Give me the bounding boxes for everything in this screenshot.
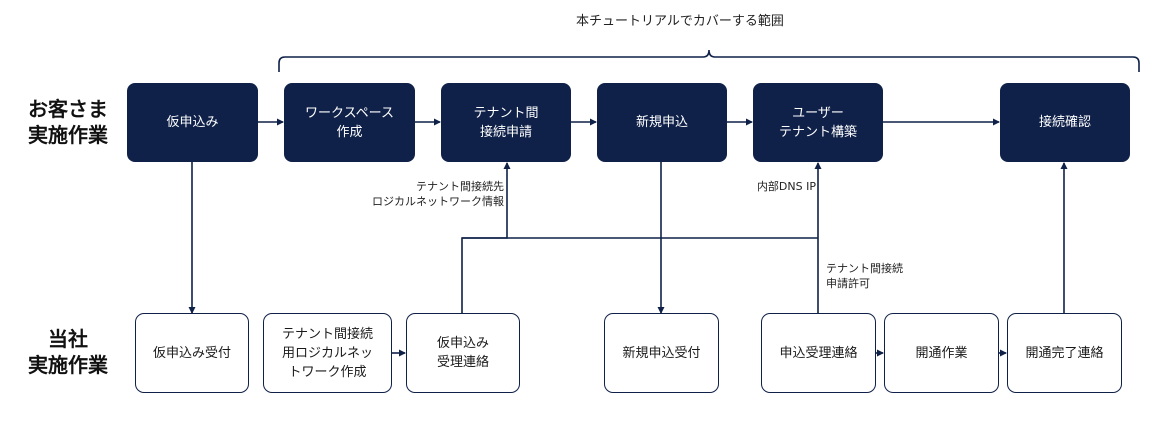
note-logical-network-info: テナント間接続先 ロジカルネットワーク情報 (372, 180, 504, 208)
step-provisional-application[interactable]: 仮申込み (127, 83, 258, 162)
step-tenant-connection-request[interactable]: テナント間 接続申請 (441, 83, 571, 162)
step-service-activation[interactable]: 開通作業 (884, 313, 999, 393)
step-activation-complete-notice[interactable]: 開通完了連絡 (1007, 313, 1122, 393)
step-application-acceptance-notice[interactable]: 申込受理連絡 (761, 313, 876, 393)
step-provisional-received[interactable]: 仮申込み受付 (135, 313, 249, 393)
row-label-company: 当社 実施作業 (28, 327, 108, 377)
scope-brace (278, 49, 1140, 72)
step-logical-network-creation[interactable]: テナント間接続 用ロジカルネッ トワーク作成 (263, 313, 392, 393)
step-new-application[interactable]: 新規申込 (597, 83, 727, 162)
step-connection-check[interactable]: 接続確認 (1000, 83, 1130, 162)
step-new-application-received[interactable]: 新規申込受付 (604, 313, 719, 393)
note-connection-permission: テナント間接続 申請許可 (826, 262, 903, 290)
step-workspace-creation[interactable]: ワークスペース 作成 (284, 83, 415, 162)
step-user-tenant-build[interactable]: ユーザー テナント構築 (753, 83, 883, 162)
scope-label: 本チュートリアルでカバーする範囲 (576, 14, 784, 29)
note-internal-dns-ip: 内部DNS IP (756, 180, 816, 193)
step-provisional-acceptance-notice[interactable]: 仮申込み 受理連絡 (406, 313, 520, 393)
row-label-customer: お客さま 実施作業 (28, 97, 108, 147)
